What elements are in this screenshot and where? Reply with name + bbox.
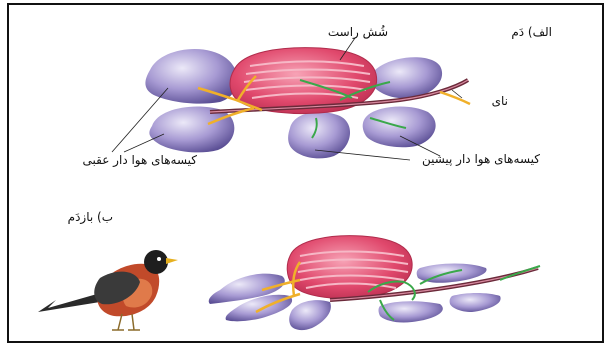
panel-b-label: ب) بازدَم xyxy=(68,210,113,224)
posterior-air-sac-lower xyxy=(149,107,234,153)
anterior-air-sac-middle xyxy=(288,112,350,158)
panel-a-label: الف) دَم xyxy=(511,25,552,39)
panel-b-diagram xyxy=(209,236,540,330)
right-lung-label: شُش راست xyxy=(328,25,388,39)
panel-a-diagram xyxy=(112,38,470,160)
anterior-air-sacs-label: کیسه‌های هوا دار پیشین xyxy=(422,152,540,166)
bird-head xyxy=(144,250,168,274)
trachea-label: نای xyxy=(492,94,508,108)
bird-illustration xyxy=(38,250,178,330)
posterior-air-sacs-label: کیسه‌های هوا دار عقبی xyxy=(83,153,197,167)
bird-beak xyxy=(166,258,178,264)
bird-tail xyxy=(38,292,104,312)
bird-legs xyxy=(112,314,140,330)
bird-eye xyxy=(157,257,161,261)
